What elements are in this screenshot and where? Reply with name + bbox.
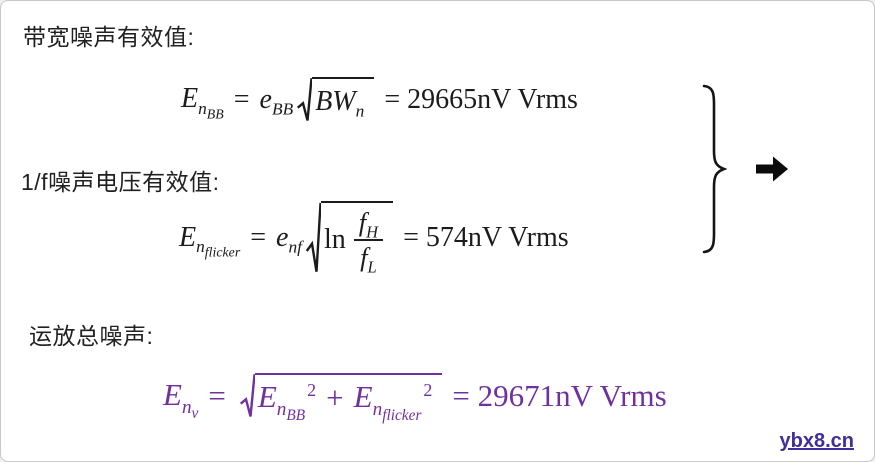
- math-e-BB: eBB: [259, 83, 294, 118]
- formula-flicker-noise: Enflicker = enf ln fH fL = 574nV Vrms: [179, 201, 569, 275]
- math-BB: BB: [286, 406, 306, 424]
- term-EnBB-squared: EnBB2: [257, 379, 316, 422]
- fraction-denominator: fL: [355, 241, 382, 275]
- radicand-sum-of-squares: EnBB2 + Enflicker2: [254, 373, 443, 423]
- math-2: 2: [423, 380, 433, 401]
- math-sub-L: L: [368, 257, 377, 276]
- math-e: e: [259, 83, 272, 115]
- math-sub-n: nflicker: [196, 237, 240, 260]
- math-sub-n: nflicker: [372, 398, 422, 423]
- math-sub-n: nBB: [276, 398, 305, 423]
- math-sub-nf: nf: [288, 237, 302, 256]
- math-f: f: [358, 207, 367, 237]
- math-f: f: [360, 241, 368, 272]
- math-2: 2: [307, 380, 317, 401]
- formula-total-noise: Env = EnBB2 + Enflicker2 = 29671nV Vrms: [163, 373, 667, 423]
- square-root-flicker: ln fH fL: [306, 201, 394, 275]
- label-total-noise: 运放总噪声:: [29, 323, 154, 349]
- result-total: = 29671nV Vrms: [452, 377, 667, 413]
- square-root-bandwidth: BWn: [297, 77, 375, 122]
- math-E: E: [257, 379, 277, 415]
- result-flicker: = 574nV Vrms: [403, 221, 569, 253]
- math-nf: nf: [288, 237, 302, 257]
- equals-sign: =: [250, 221, 267, 253]
- plus-sign: +: [326, 379, 344, 415]
- square-root-total: EnBB2 + Enflicker2: [240, 373, 443, 423]
- radical-icon: [240, 373, 255, 418]
- radicand-ln-ratio: ln fH fL: [321, 201, 394, 275]
- math-E-nv: Env: [163, 377, 198, 420]
- math-E-nBB: EnBB: [181, 83, 224, 122]
- math-sub-flicker: flicker: [205, 246, 240, 261]
- math-E-nflicker: Enflicker: [179, 221, 240, 261]
- math-sub-BWn: n: [356, 101, 365, 120]
- math-e: e: [276, 221, 289, 253]
- result-bandwidth: = 29665nV Vrms: [384, 83, 578, 115]
- label-flicker-noise: 1/f噪声电压有效值:: [21, 169, 220, 195]
- math-sub-BB: BB: [286, 407, 305, 424]
- math-n: n: [196, 237, 205, 257]
- math-BW-n: BWn: [315, 85, 365, 120]
- math-sub-n: nv: [181, 396, 198, 421]
- math-fH: fH: [358, 207, 378, 240]
- math-sub-v: v: [192, 405, 199, 422]
- math-v: v: [191, 404, 199, 422]
- fraction-numerator: fH: [353, 207, 384, 241]
- math-E: E: [179, 221, 197, 253]
- equals-sign: =: [233, 83, 250, 115]
- math-flicker: flicker: [204, 245, 241, 261]
- math-sub-n: nBB: [198, 99, 224, 122]
- formula-bandwidth-noise: EnBB = eBB BWn = 29665nV Vrms: [181, 77, 578, 122]
- right-arrow-icon: [756, 156, 788, 182]
- math-E: E: [181, 83, 199, 115]
- fraction-fH-fL: fH fL: [353, 207, 384, 275]
- math-BWn: n: [355, 101, 365, 121]
- grouping-brace: [702, 84, 727, 254]
- math-sub-flicker: flicker: [382, 407, 421, 424]
- term-Enflicker-squared: Enflicker2: [353, 379, 433, 422]
- math-BW: BW: [315, 85, 356, 117]
- math-E: E: [163, 377, 182, 413]
- equals-sign: =: [208, 377, 226, 413]
- math-H: H: [366, 222, 379, 242]
- radical-icon: [306, 201, 321, 274]
- math-n: n: [181, 396, 192, 418]
- math-sub-H: H: [366, 222, 378, 241]
- math-sub-eBB: BB: [272, 99, 293, 118]
- radical-icon: [297, 77, 312, 122]
- math-flicker: flicker: [382, 406, 422, 424]
- math-n: n: [372, 398, 383, 420]
- math-exponent-2: 2: [423, 380, 432, 400]
- math-L: L: [367, 256, 377, 276]
- math-E-nflicker: Enflicker: [353, 379, 422, 422]
- math-ln: ln: [324, 223, 346, 255]
- math-eBB: BB: [271, 99, 294, 119]
- math-BB: BB: [206, 107, 224, 123]
- math-exponent-2: 2: [307, 380, 316, 400]
- math-E-nBB: EnBB: [257, 379, 305, 422]
- label-bandwidth-noise: 带宽噪声有效值:: [23, 24, 195, 50]
- math-E: E: [353, 379, 373, 415]
- math-fL: fL: [360, 241, 377, 275]
- watermark: ybx8.cn: [779, 430, 854, 452]
- math-n: n: [198, 99, 207, 119]
- math-n: n: [276, 398, 287, 420]
- math-sub-BB: BB: [207, 108, 224, 123]
- math-e-nf: enf: [276, 221, 302, 256]
- radicand-BWn: BWn: [312, 77, 375, 122]
